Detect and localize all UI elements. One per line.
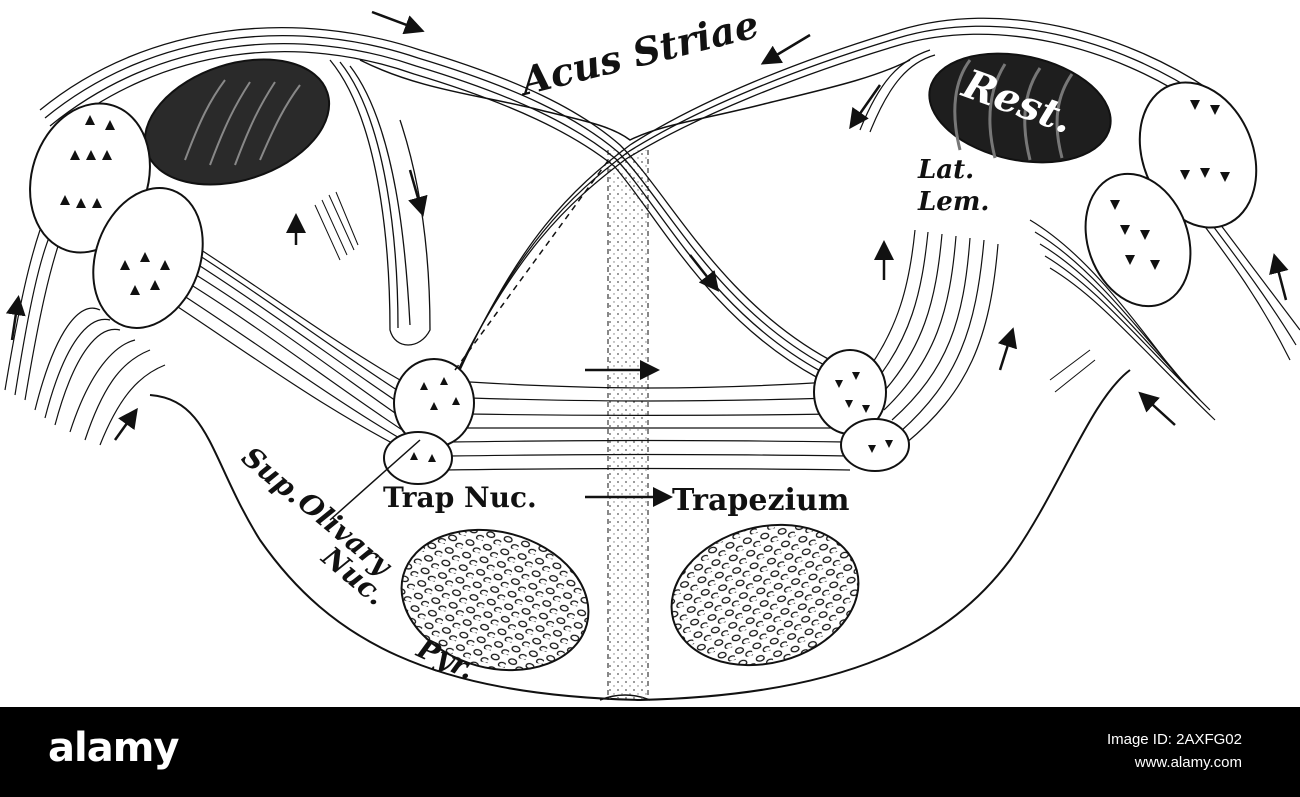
left-loop-fibres [329,59,431,346]
alamy-logo: alamy [48,725,179,771]
dashed-connector [454,157,611,371]
label-trap-nuc: Trap Nuc. [383,481,537,514]
olivary-leader [329,439,421,521]
nerve-cells [60,100,1230,295]
left-pyramid [400,528,590,672]
right-ascending-fibres [859,49,1300,421]
fibre-stubs [314,191,1096,393]
left-restiform-body [143,58,331,186]
left-ascending-fibres [4,229,166,446]
left-trapezoid-fibres [169,229,431,463]
label-acus-striae: Acus Striae [513,1,763,104]
label-trapezium: Trapezium [672,483,850,518]
auditory-pathway-drawing: Acus Striae Rest. Lat. Lem. Sup. Olivary… [4,1,1300,702]
label-sup: Sup. [236,440,311,510]
diagram: Acus Striae Rest. Lat. Lem. Sup. Olivary… [4,1,1300,702]
site-url: www.alamy.com [1134,754,1242,771]
right-restiform-body [928,52,1112,164]
direction-arrows [5,10,1289,507]
image-id: Image ID: 2AXFG02 [1106,731,1242,748]
ventricle-floor [359,59,911,141]
label-lat: Lat. [917,155,974,185]
label-lem: Lem. [917,187,989,217]
median-raphe [608,150,648,700]
trapezoid-body-fibres [444,381,851,471]
acus-striae-fibres [39,17,1211,383]
stock-banner: alamy Image ID: 2AXFG02 www.alamy.com [0,707,1300,797]
right-pyramid [670,523,860,667]
